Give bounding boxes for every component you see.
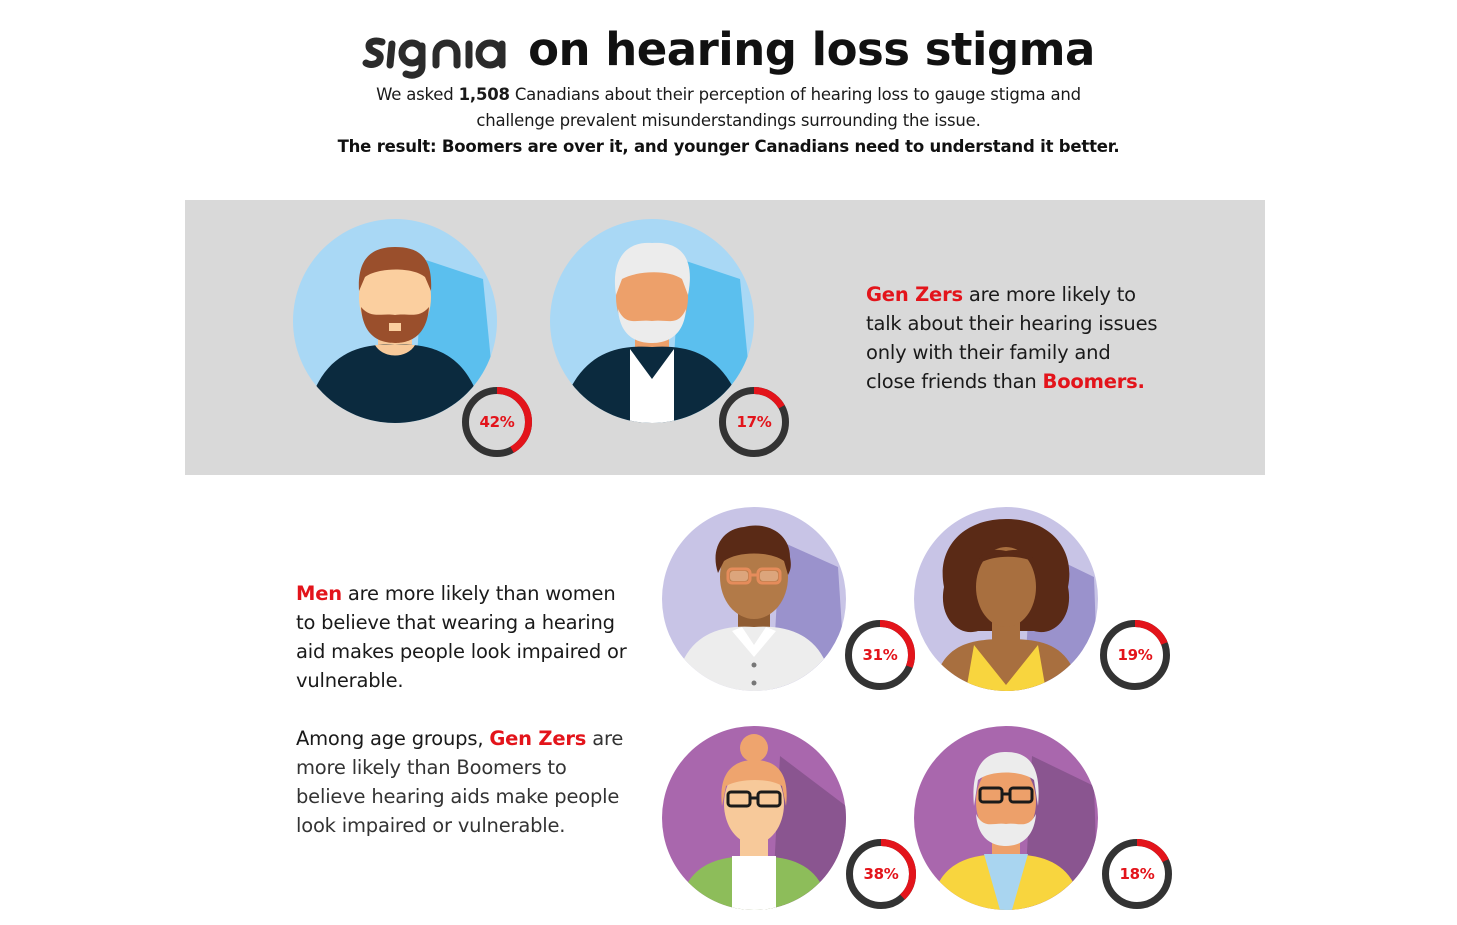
intro-line1: Canadians about their perception of hear… [509,85,1081,104]
statement-text: to believe that wearing a hearing [296,611,615,634]
percent-ring-boomer-talk: 17% [718,386,790,458]
statement-text: aid makes people look impaired or [296,640,627,663]
percent-ring-women: 19% [1099,619,1171,691]
highlight-men: Men [296,582,342,605]
statement-text: look impaired or vulnerable. [296,814,566,837]
percent-ring-men: 31% [844,619,916,691]
statement-text: only with their family and [866,341,1111,364]
statement-text: are more likely to [962,283,1136,306]
header: on hearing loss stigma We asked 1,508 Ca… [0,14,1457,160]
respondent-count: 1,508 [458,85,510,104]
statement-text: more likely than Boomers to [296,756,567,779]
statement-text: are [586,727,624,750]
curly-haired-woman-avatar-icon [914,507,1098,691]
older-man-with-glasses-avatar-icon [914,726,1098,910]
percent-ring-genz-talk: 42% [461,386,533,458]
result-statement: The result: Boomers are over it, and you… [337,137,1120,156]
percent-label: 18% [1119,865,1155,883]
statement-text: close friends than [866,370,1043,393]
highlight-gen-zers: Gen Zers [489,727,587,750]
statement-text: are more likely than women [341,582,616,605]
intro-pre: We asked [376,85,459,104]
highlight-gen-zers: Gen Zers [866,283,963,306]
percent-label: 42% [479,413,515,431]
title-row: on hearing loss stigma [0,14,1457,80]
intro-text: We asked 1,508 Canadians about their per… [0,82,1457,134]
percent-label: 31% [862,646,898,664]
bearded-man-avatar-icon [293,219,497,423]
curly-haired-man-with-glasses-avatar-icon [662,507,846,691]
percent-label: 19% [1117,646,1153,664]
percent-label: 17% [736,413,772,431]
percent-label: 38% [863,865,899,883]
page-title: on hearing loss stigma [528,23,1095,76]
highlight-boomers: Boomers. [1042,370,1145,393]
percent-ring-genz-stigma: 38% [845,838,917,910]
statement-text: believe hearing aids make people [296,785,620,808]
genz-talk-statement: Gen Zers are more likely to talk about t… [866,280,1206,396]
intro-line2: challenge prevalent misunderstandings su… [476,111,981,130]
signia-logo [362,37,506,79]
white-haired-man-avatar-icon [550,219,754,423]
statement-text: Among age groups, [296,727,490,750]
age-groups-statement: Among age groups, Gen Zers are more like… [296,724,666,840]
statement-text: talk about their hearing issues [866,312,1158,335]
woman-with-bun-and-glasses-avatar-icon [662,726,846,910]
percent-ring-boomer-stigma: 18% [1101,838,1173,910]
statement-text: vulnerable. [296,669,404,692]
men-vs-women-statement: Men are more likely than women to believ… [296,579,666,695]
